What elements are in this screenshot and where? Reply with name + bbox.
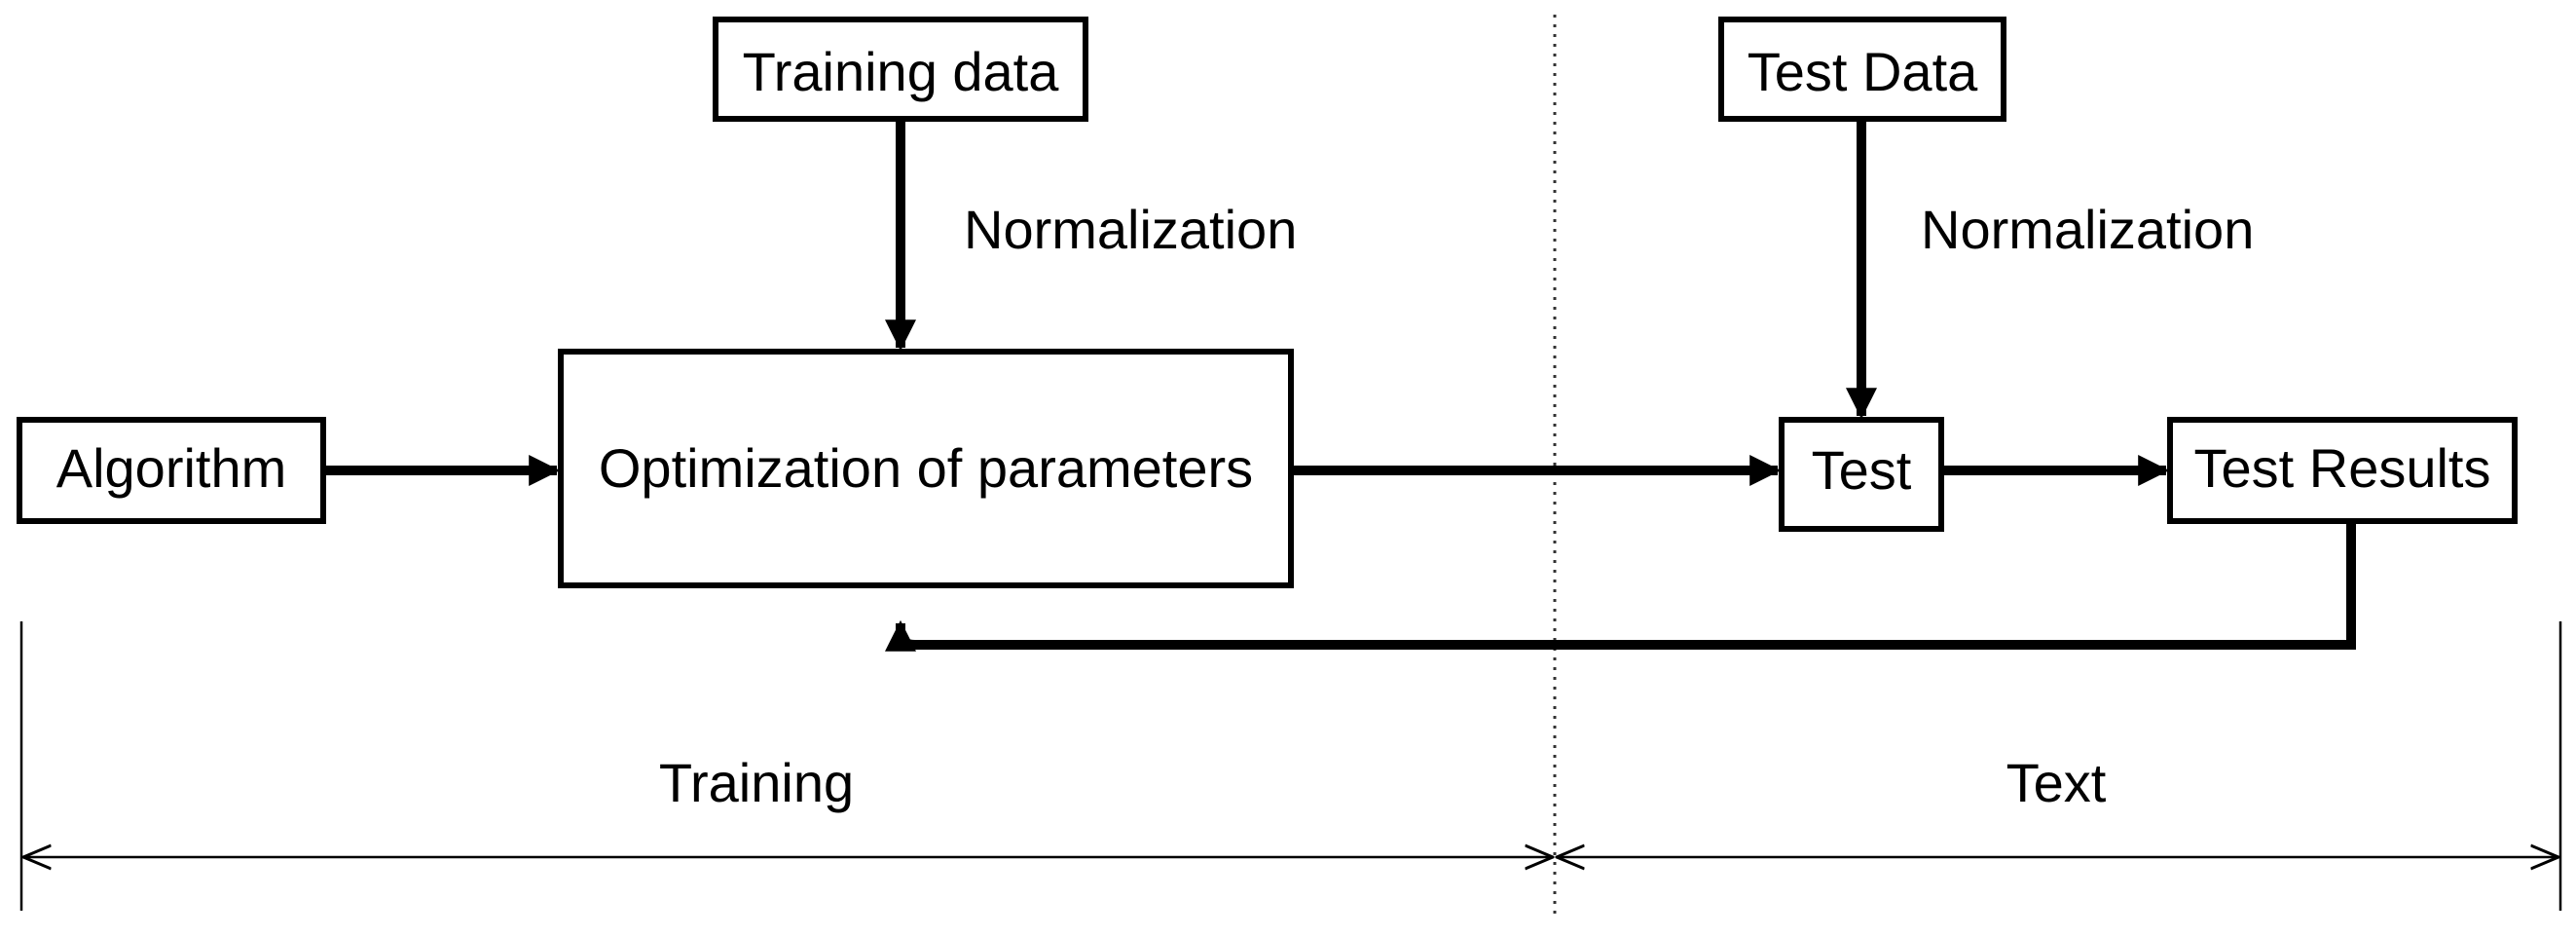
test-results-node: Test Results [2167, 417, 2518, 524]
test-data-node: Test Data [1718, 17, 2006, 122]
test-label: Test [1812, 439, 1912, 501]
test-results-label: Test Results [2194, 437, 2491, 499]
test-data-label: Test Data [1748, 41, 1978, 102]
normalization-label-left: Normalization [964, 199, 1297, 260]
feedback-arrow-results-to-optimization [884, 521, 2356, 652]
optimization-node: Optimization of parameters [558, 349, 1294, 588]
training-data-label: Training data [743, 41, 1060, 102]
testing-phase-label: Text [2006, 752, 2107, 813]
algorithm-label: Algorithm [56, 437, 287, 499]
test-node: Test [1779, 417, 1944, 532]
training-phase-label: Training [659, 752, 854, 813]
normalization-label-right: Normalization [1921, 199, 2254, 260]
training-data-node: Training data [713, 17, 1088, 122]
optimization-label: Optimization of parameters [599, 437, 1253, 499]
algorithm-node: Algorithm [17, 417, 326, 524]
